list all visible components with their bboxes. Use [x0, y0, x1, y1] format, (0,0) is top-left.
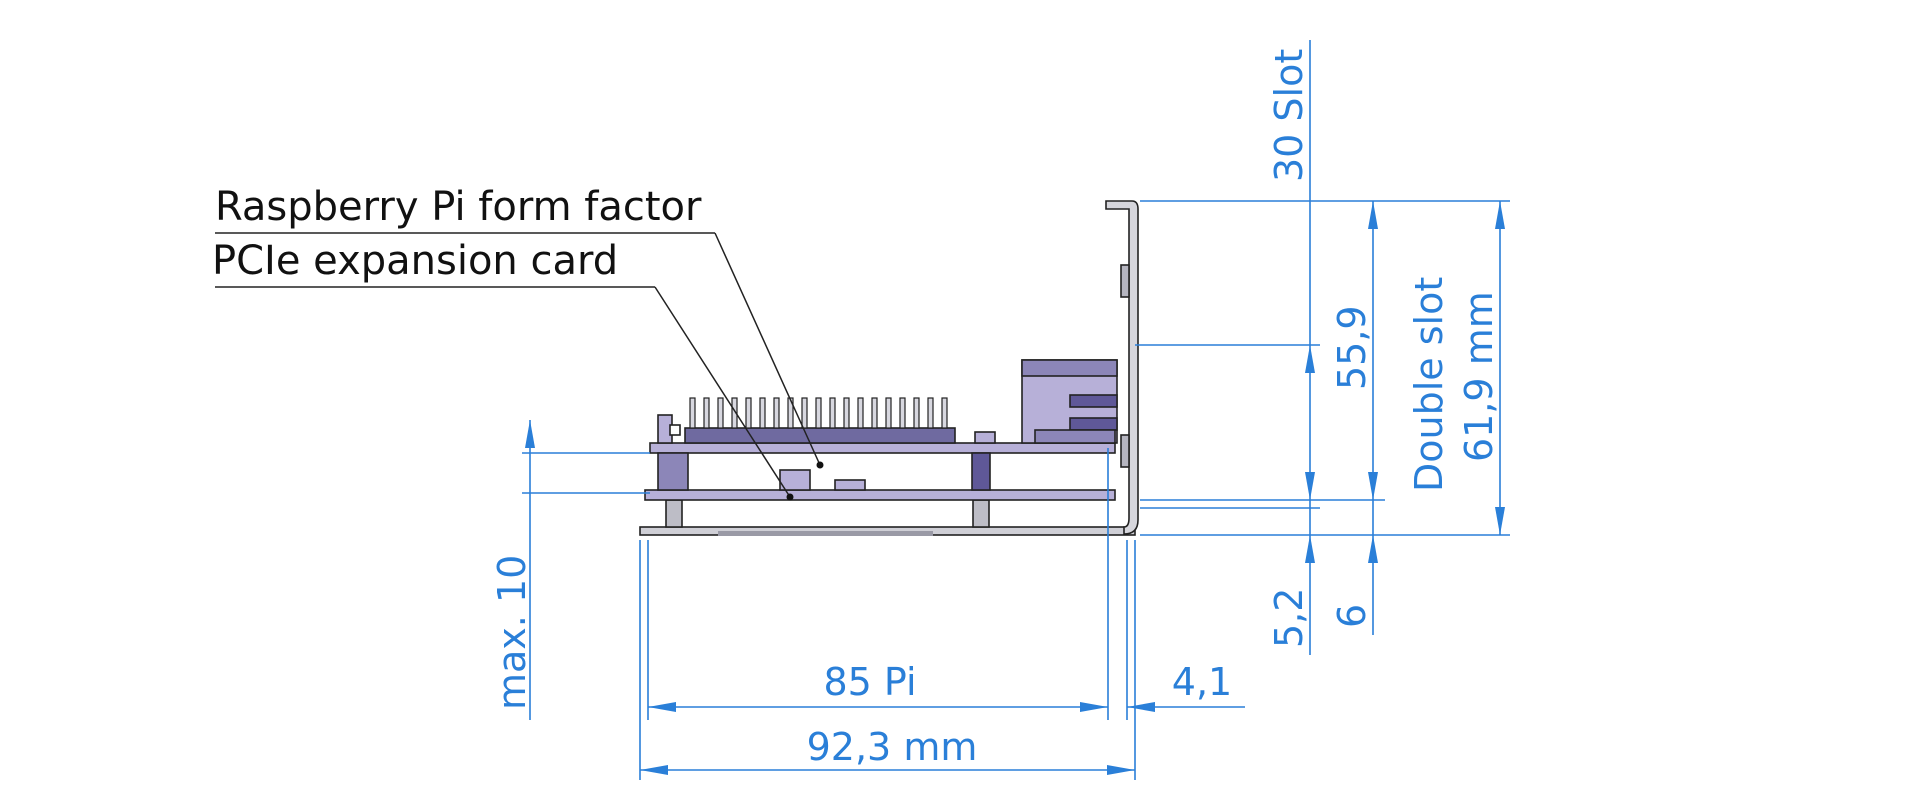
ethernet-jack-top [1021, 359, 1118, 377]
dim-offset-right: 4,1 [1172, 660, 1232, 704]
chip-small [974, 431, 996, 444]
bracket-tab-2 [1120, 434, 1130, 468]
standoff-right [972, 499, 990, 528]
component-mid2 [834, 479, 866, 491]
standoff-mid [971, 452, 991, 491]
pcie-bracket [1105, 200, 1139, 535]
dim-height-55: 55,9 [1330, 305, 1374, 390]
dim-max-height: max. 10 [490, 555, 534, 710]
dim-width-pi: 85 Pi [823, 660, 916, 704]
label-pi-form-factor: Raspberry Pi form factor [215, 184, 702, 230]
component-left [657, 452, 689, 491]
dim-double-slot-mm: 61,9 mm [1457, 291, 1501, 462]
leader-dot-pi [816, 461, 824, 469]
bracket-tab-1 [1120, 264, 1130, 298]
leader-dot-pcie [786, 493, 794, 501]
dim-bottom-52: 5,2 [1267, 588, 1311, 648]
dimension-lines [522, 40, 1510, 780]
gpio-pins [689, 397, 948, 429]
label-pcie-card: PCIe expansion card [212, 238, 618, 284]
ethernet-slot-2 [1069, 417, 1118, 431]
dim-slot-30: 30 Slot [1267, 49, 1311, 182]
dim-width-total: 92,3 mm [807, 725, 978, 769]
ethernet-base [1034, 429, 1116, 444]
dim-bottom-6: 6 [1330, 604, 1374, 628]
component-mid1 [779, 469, 811, 491]
pi-board [649, 442, 1116, 454]
standoff-left [665, 499, 683, 528]
dim-double-slot: Double slot [1407, 277, 1451, 492]
assembly [639, 200, 1139, 536]
leaders [215, 232, 821, 498]
ethernet-slot-1 [1069, 394, 1118, 408]
dimension-arrows [525, 201, 1505, 775]
base-plate-recess [718, 531, 933, 536]
pcie-board [644, 489, 1116, 501]
gpio-header-body [684, 427, 956, 444]
connector-left-cap [669, 424, 681, 436]
